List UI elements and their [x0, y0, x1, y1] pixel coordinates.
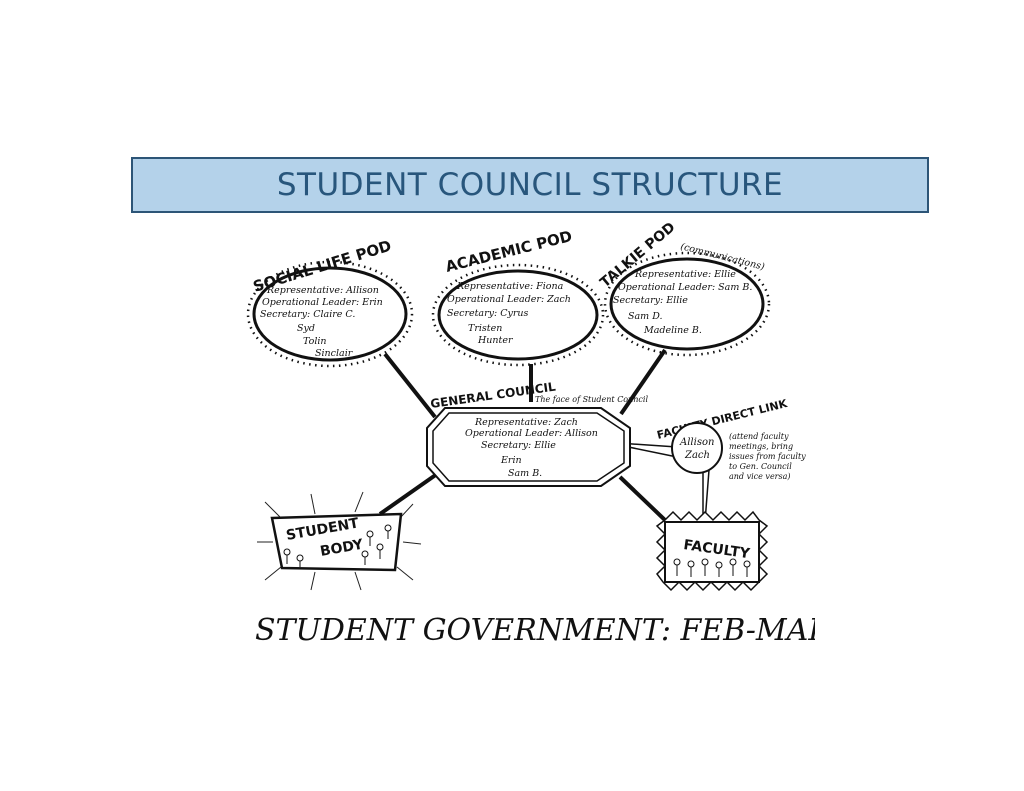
social-life-pod: SOCIAL LIFE POD Representative: Allison …	[246, 237, 414, 368]
page-title: STUDENT COUNCIL STRUCTURE	[276, 167, 784, 203]
faculty-link-note: and vice versa)	[729, 472, 791, 481]
student-body-box: STUDENT BODY	[257, 491, 422, 591]
talkie-pod-line: Secretary: Ellie	[613, 295, 688, 306]
general-council: GENERAL COUNCIL The face of Student Coun…	[426, 379, 648, 487]
faculty-link-note: (attend faculty	[729, 432, 789, 441]
connectors	[378, 348, 669, 524]
talkie-pod-member: Sam D.	[628, 311, 663, 322]
general-council-note: The face of Student Council	[535, 395, 648, 404]
academic-pod: ACADEMIC POD Representative: Fiona Opera…	[431, 227, 605, 367]
faculty-box: FACULTY	[655, 510, 769, 592]
social-pod-member: Syd	[297, 323, 315, 334]
academic-pod-line: Representative: Fiona	[456, 281, 564, 292]
general-council-line: Operational Leader: Allison	[465, 428, 598, 439]
connector-general-student-body	[378, 472, 439, 516]
faculty-link-note: meetings, bring	[729, 442, 793, 451]
org-chart-diagram: SOCIAL LIFE POD Representative: Allison …	[225, 219, 966, 652]
faculty-link-member: Zach	[684, 450, 710, 461]
talkie-pod-member: Madeline B.	[643, 325, 702, 336]
student-body-label: BODY	[319, 537, 365, 560]
talkie-pod: TALKIE POD (communications) Representati…	[597, 219, 771, 357]
social-pod-line: Representative: Allison	[266, 285, 379, 296]
general-council-line: Secretary: Ellie	[481, 440, 556, 451]
student-body-rays	[257, 491, 422, 591]
social-pod-line: Secretary: Claire C.	[260, 309, 355, 320]
faculty-link-note: to Gen. Council	[729, 462, 792, 471]
talkie-pod-line: Representative: Ellie	[634, 269, 736, 280]
academic-pod-line: Operational Leader: Zach	[447, 294, 571, 305]
general-council-line: Representative: Zach	[474, 417, 578, 428]
academic-pod-line: Secretary: Cyrus	[447, 308, 529, 319]
diagram-caption: STUDENT GOVERNMENT: FEB-MARCH 2012	[255, 613, 815, 648]
faculty-link-note: issues from faculty	[729, 452, 806, 461]
academic-pod-member: Tristen	[468, 323, 502, 334]
general-council-member: Sam B.	[508, 468, 542, 479]
faculty-link-member: Allison	[679, 437, 714, 448]
title-banner: STUDENT COUNCIL STRUCTURE	[131, 157, 929, 213]
connector-talkie-general	[619, 348, 667, 416]
connector-general-faculty	[618, 475, 669, 524]
social-pod-member: Sinclair	[315, 348, 354, 359]
faculty-figures	[673, 558, 751, 577]
general-council-member: Erin	[500, 455, 522, 466]
social-pod-member: Tolin	[303, 336, 327, 347]
faculty-direct-link: FACULTY DIRECT LINK Allison Zach (attend…	[656, 397, 807, 481]
talkie-pod-line: Operational Leader: Sam B.	[618, 282, 752, 293]
student-figures	[283, 524, 392, 567]
social-pod-line: Operational Leader: Erin	[262, 297, 383, 308]
academic-pod-title: ACADEMIC POD	[444, 227, 574, 276]
academic-pod-member: Hunter	[477, 335, 514, 346]
connector-social-general	[383, 352, 437, 419]
